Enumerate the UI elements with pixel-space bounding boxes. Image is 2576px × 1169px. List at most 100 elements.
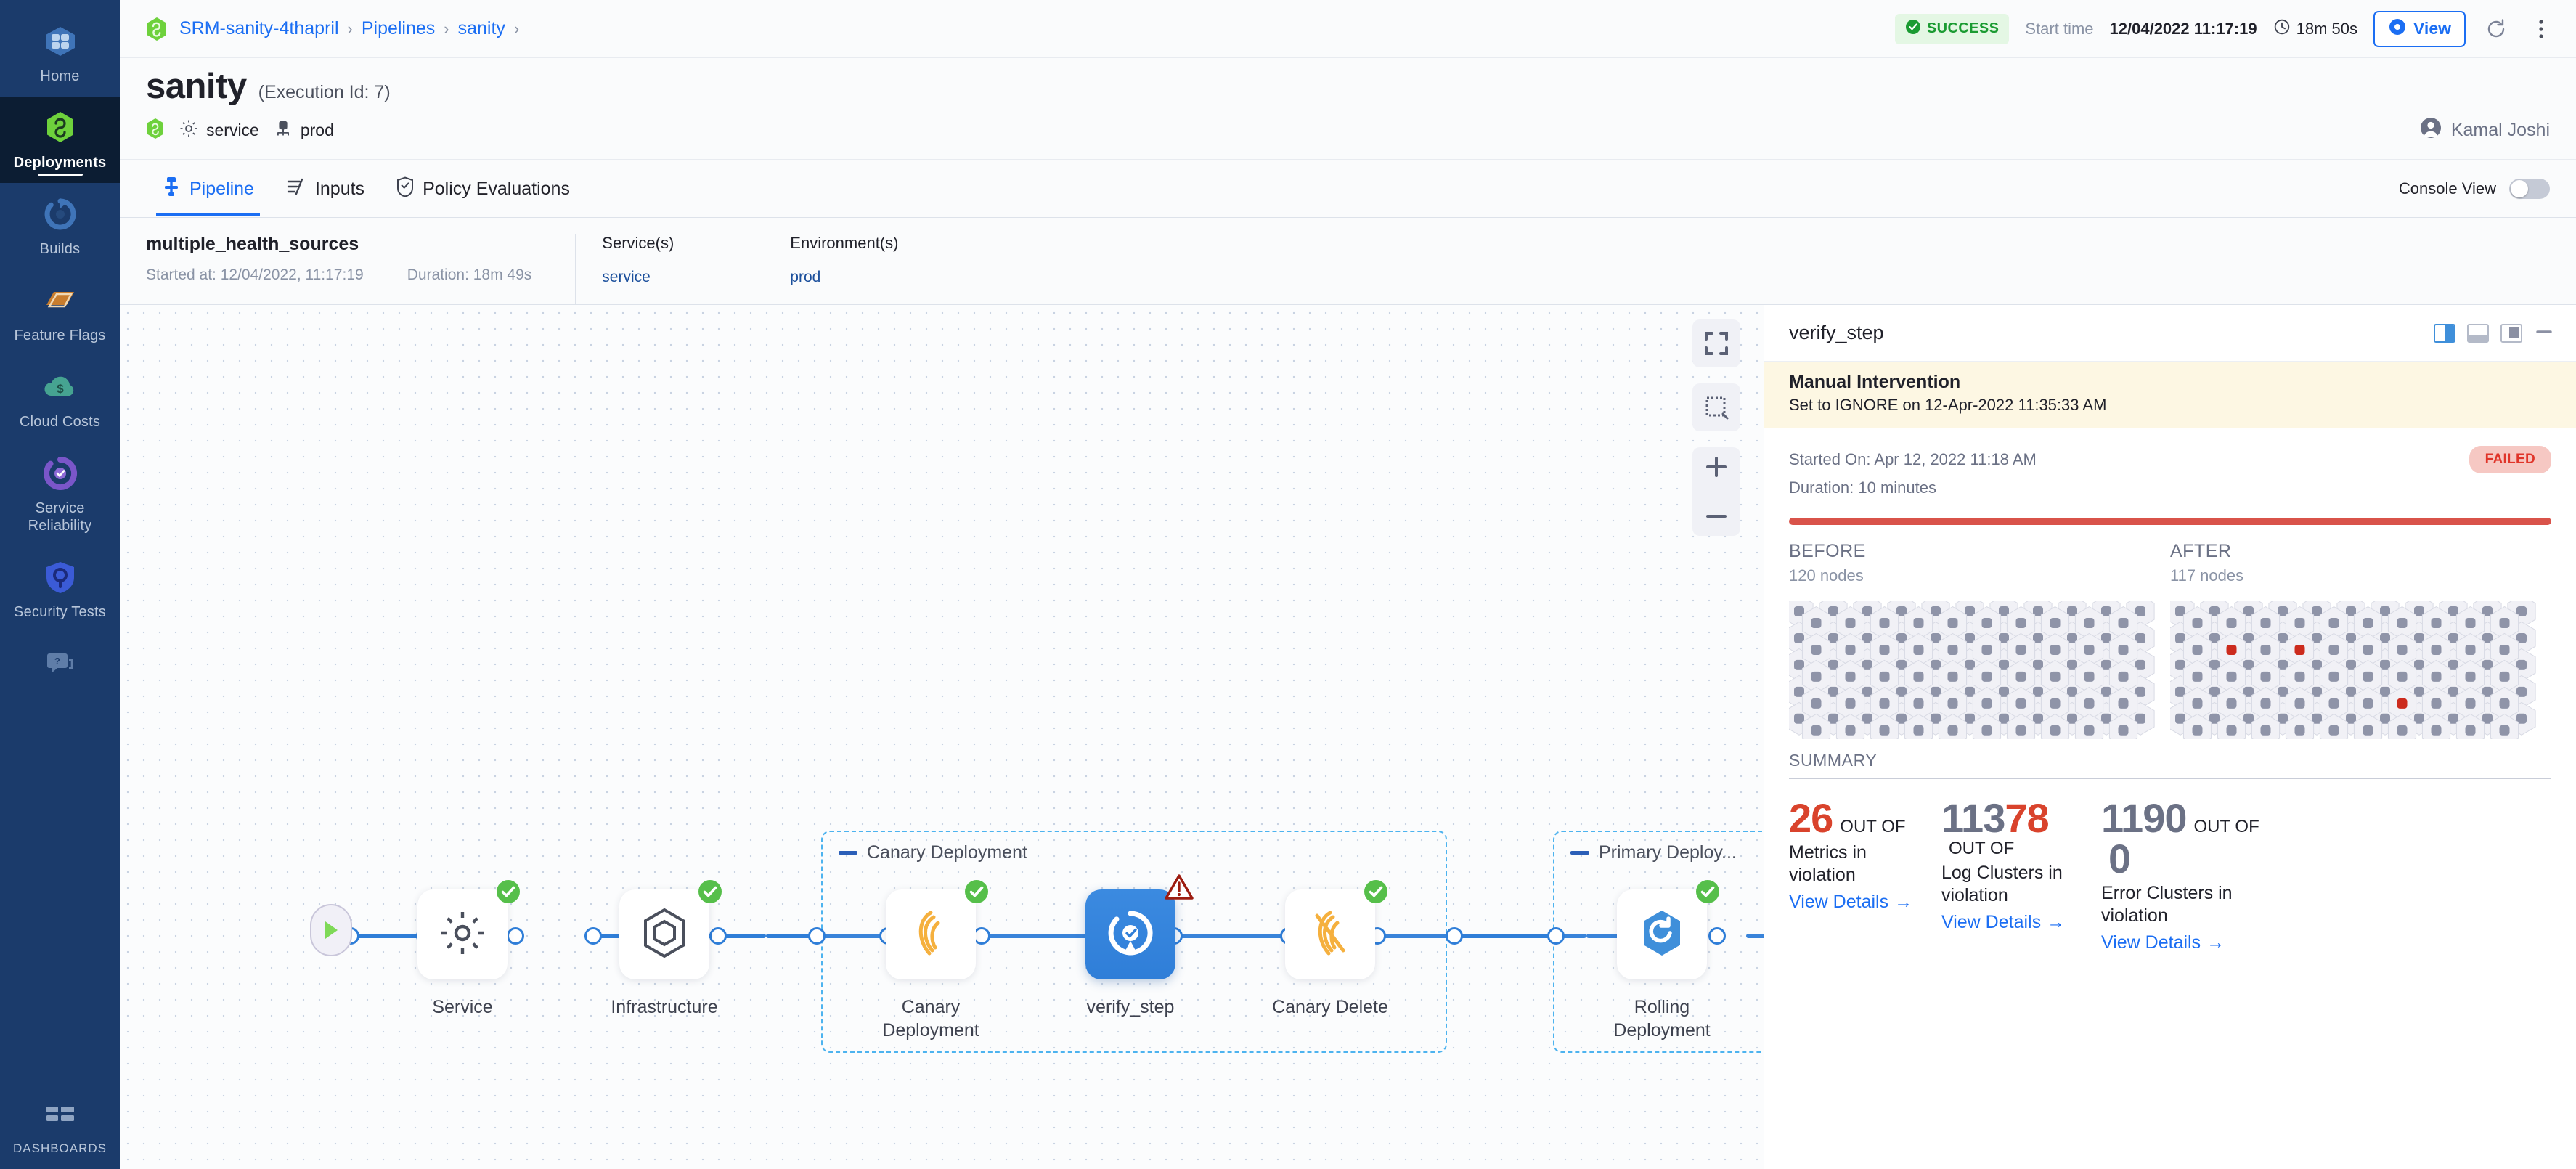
hex-node-status-dot: [2050, 618, 2061, 628]
tab-inputs[interactable]: Inputs: [270, 161, 380, 216]
hex-node-status-dot: [2015, 725, 2026, 736]
cloud-costs-icon: $: [39, 366, 81, 408]
hex-node-status-dot: [2397, 618, 2408, 628]
sidebar-item-service-reliability[interactable]: Service Reliability: [0, 442, 120, 546]
canary-delete-icon: [1308, 908, 1352, 961]
pipeline-canvas[interactable]: Canary Deployment Primary Deploy...: [120, 305, 1764, 1169]
hex-node-status-dot: [1947, 645, 1958, 655]
connector-rail: [766, 934, 889, 938]
hex-node-status-dot: [1913, 618, 1924, 628]
split-left-icon[interactable]: [2500, 323, 2522, 343]
panel-title: verify_step: [1789, 322, 1884, 343]
sidebar-item-label: Home: [40, 68, 80, 84]
collapse-dash-icon[interactable]: [1570, 851, 1589, 855]
panel-header: verify_step: [1764, 305, 2576, 362]
hex-node-status-dot: [2226, 671, 2237, 682]
step-box[interactable]: [417, 880, 520, 979]
breadcrumb-separator: ›: [347, 19, 353, 38]
split-bottom-icon[interactable]: [2467, 323, 2489, 343]
hex-node-status-dot: [2260, 671, 2271, 682]
step-box[interactable]: [1085, 874, 1194, 979]
chip-environment[interactable]: prod: [274, 119, 334, 142]
step-box[interactable]: [1617, 880, 1719, 979]
pipeline-step-canary-deployment[interactable]: Canary Deployment: [882, 880, 988, 1042]
view-button[interactable]: View: [2373, 10, 2466, 47]
stat-view-details-link[interactable]: View Details →: [1941, 912, 2065, 933]
user-menu[interactable]: Kamal Joshi: [2420, 117, 2550, 144]
hex-node-status-dot: [2118, 725, 2129, 736]
breadcrumb-item-sanity[interactable]: sanity: [457, 18, 505, 38]
chip-service-label: service: [206, 121, 259, 140]
connector-dot: [709, 927, 727, 945]
stat-view-details-link[interactable]: View Details →: [2101, 932, 2225, 953]
tab-pipeline[interactable]: Pipeline: [146, 160, 270, 216]
step-box[interactable]: [1285, 880, 1387, 979]
hex-node-status-dot: [2346, 606, 2356, 616]
refresh-icon[interactable]: [2482, 15, 2511, 44]
more-vertical-icon[interactable]: [2527, 15, 2556, 44]
sidebar-item-cloud-costs[interactable]: $ Cloud Costs: [0, 356, 120, 442]
stat-value: 1190: [2101, 795, 2187, 841]
hex-node-status-dot: [2278, 713, 2288, 724]
hex-node-status-dot: [2209, 633, 2220, 643]
sidebar-item-deployments[interactable]: Deployments: [0, 97, 120, 183]
sidebar-item-home[interactable]: Home: [0, 10, 120, 97]
sidebar-item-dashboards[interactable]: DASHBOARDS: [0, 1084, 120, 1169]
tab-bar: Pipeline Inputs Policy Evaluations Conso…: [120, 160, 2576, 218]
pipeline-step-service[interactable]: Service: [417, 880, 520, 1019]
sidebar-item-feature-flags[interactable]: Feature Flags: [0, 269, 120, 356]
connector-rail: [1376, 934, 1586, 938]
console-view-toggle[interactable]: [2509, 178, 2550, 199]
sidebar-item-security-tests[interactable]: Security Tests: [0, 546, 120, 632]
split-right-icon[interactable]: [2434, 323, 2455, 343]
pipeline-step-verify-step[interactable]: verify_step: [1085, 874, 1194, 1019]
breadcrumb-item-project[interactable]: SRM-sanity-4thapril: [179, 18, 339, 38]
hex-node-status-dot: [2067, 633, 2077, 643]
hex-node-status-dot: [2363, 645, 2373, 655]
environments-value[interactable]: prod: [790, 269, 821, 285]
pipeline-start-icon[interactable]: [310, 904, 352, 956]
banner-subtitle: Set to IGNORE on 12-Apr-2022 11:35:33 AM: [1789, 396, 2107, 414]
stat-out-of: OUT OF: [2193, 817, 2259, 836]
hex-node-status-dot: [2397, 725, 2408, 736]
pipeline-step-infrastructure[interactable]: Infrastructure: [611, 880, 722, 1019]
tab-policy-evaluations[interactable]: Policy Evaluations: [380, 160, 586, 216]
breadcrumb-item-pipelines[interactable]: Pipelines: [361, 18, 436, 38]
fit-screen-icon[interactable]: [1692, 319, 1740, 367]
before-heading: BEFORE: [1789, 541, 1866, 561]
hex-node-status-dot: [2050, 698, 2061, 709]
minimize-icon[interactable]: [2534, 327, 2554, 340]
pipeline-step-rolling-deployment[interactable]: Rolling Deployment: [1613, 880, 1719, 1042]
stat-view-details-link[interactable]: View Details →: [1789, 892, 1912, 913]
link-label: View Details: [1941, 912, 2042, 932]
execution-name: multiple_health_sources: [146, 234, 359, 254]
collapse-dash-icon[interactable]: [839, 851, 857, 855]
sidebar-item-label: Security Tests: [14, 604, 106, 620]
hex-node-status-dot: [2209, 606, 2220, 616]
hex-node-status-dot: [1931, 659, 1941, 670]
stat-log-clusters: 113 78 OUT OF Log Clusters in violation …: [1941, 798, 2101, 953]
banner-title: Manual Intervention: [1789, 372, 1961, 392]
selection-box-icon[interactable]: [1692, 383, 1740, 431]
sidebar-item-help[interactable]: ?: [0, 632, 120, 696]
hex-node-status-dot: [2243, 633, 2254, 643]
hex-node-status-dot: [2192, 698, 2203, 709]
step-box[interactable]: [886, 880, 988, 979]
hex-node-status-dot: [2067, 659, 2077, 670]
hex-node-status-dot: [2067, 713, 2077, 724]
hex-node-status-dot: [1999, 686, 2009, 697]
zoom-in-icon[interactable]: [1692, 447, 1740, 486]
services-value[interactable]: service: [602, 269, 651, 285]
step-box[interactable]: [619, 880, 722, 979]
chip-service[interactable]: service: [179, 119, 259, 142]
link-label: View Details: [1789, 892, 1889, 912]
sidebar-item-builds[interactable]: Builds: [0, 183, 120, 269]
hex-node-status-dot: [2414, 606, 2424, 616]
connector-rail: [980, 934, 1169, 938]
harness-logo-icon: [146, 17, 168, 41]
hex-node-status-dot: [1794, 686, 1804, 697]
pipeline-step-canary-delete[interactable]: Canary Delete: [1272, 880, 1388, 1019]
zoom-out-icon[interactable]: [1692, 497, 1740, 536]
panel-layout-controls: [2434, 323, 2554, 343]
service-reliability-icon: [39, 452, 81, 494]
